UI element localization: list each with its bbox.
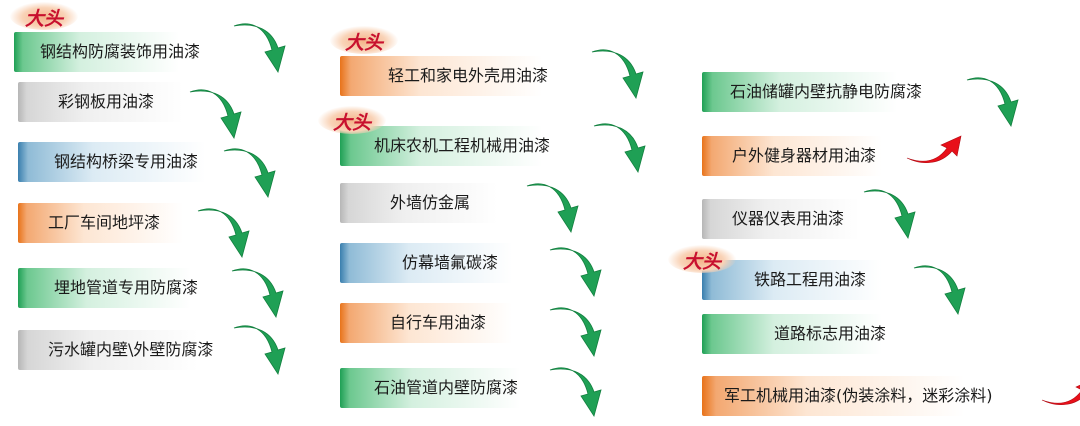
paint-category-col2-5: 自行车用油漆 [340,303,570,343]
category-label: 石油储罐内壁抗静电防腐漆 [730,82,923,101]
paint-category-col3-3: 仪器仪表用油漆 [702,199,912,239]
category-label: 机床农机工程机械用油漆 [374,136,551,155]
paint-category-col1-6: 污水罐内壁\外壁防腐漆 [18,330,258,370]
green-curved-arrow-icon [548,304,604,366]
badge-text: 大头 [332,112,371,134]
category-bar [702,260,942,300]
category-bar [702,199,912,239]
category-label: 外墙仿金属 [390,193,471,212]
green-curved-arrow-icon [222,145,278,207]
category-bar [18,142,268,182]
category-label: 仿幕墙氟碳漆 [402,253,499,272]
green-curved-arrow-icon [965,74,1021,136]
category-label: 道路标志用油漆 [774,324,887,343]
paint-category-col3-2: 户外健身器材用油漆 [702,136,942,176]
green-curved-arrow-icon [196,205,252,267]
paint-category-col3-6: 军工机械用油漆(伪装涂料，迷彩涂料) [702,376,1052,416]
category-label: 军工机械用油漆(伪装涂料，迷彩涂料) [724,386,993,405]
green-curved-arrow-icon [590,46,646,108]
category-bar [340,126,610,166]
category-label: 铁路工程用油漆 [754,270,867,289]
badge-text: 大头 [682,251,721,273]
green-curved-arrow-icon [230,265,286,327]
green-curved-arrow-icon [188,86,244,148]
category-bar [702,72,962,112]
category-label: 仪器仪表用油漆 [732,209,845,228]
paint-category-col2-4: 仿幕墙氟碳漆 [340,243,570,283]
category-label: 石油管道内壁防腐漆 [374,378,519,397]
paint-category-col3-5: 道路标志用油漆 [702,314,942,354]
category-label: 户外健身器材用油漆 [732,146,877,165]
paint-category-col2-3: 外墙仿金属 [340,183,550,223]
datou-badge: 大头 [330,26,398,54]
category-bar [18,330,258,370]
category-label: 轻工和家电外壳用油漆 [388,66,549,85]
category-label: 埋地管道专用防腐漆 [54,278,199,297]
category-bar [340,56,610,96]
paint-category-col1-2: 彩钢板用油漆 [18,82,238,122]
datou-badge: 大头 [10,2,78,30]
category-bar [702,376,1052,416]
green-curved-arrow-icon [232,322,288,384]
red-up-arrow-icon [905,134,963,168]
category-label: 钢结构防腐装饰用油漆 [40,42,201,61]
paint-category-col2-2: 机床农机工程机械用油漆 [340,126,610,166]
category-bar [702,136,942,176]
category-label: 污水罐内壁\外壁防腐漆 [48,340,214,359]
paint-category-col1-1: 钢结构防腐装饰用油漆 [14,32,234,72]
category-bar [340,243,570,283]
green-curved-arrow-icon [548,244,604,306]
category-label: 钢结构桥梁专用油漆 [54,152,199,171]
datou-badge: 大头 [668,245,736,273]
green-curved-arrow-icon [232,20,288,82]
paint-category-col2-6: 石油管道内壁防腐漆 [340,368,580,408]
paint-category-col3-1: 石油储罐内壁抗静电防腐漆 [702,72,962,112]
green-curved-arrow-icon [525,180,581,242]
paint-category-col1-5: 埋地管道专用防腐漆 [18,268,248,308]
category-bar [340,183,550,223]
green-curved-arrow-icon [862,186,918,248]
category-bar [702,314,942,354]
badge-text: 大头 [24,8,63,30]
datou-badge: 大头 [318,106,386,134]
category-label: 自行车用油漆 [390,313,487,332]
category-label: 彩钢板用油漆 [58,92,155,111]
category-bar [340,368,580,408]
paint-category-col3-4: 铁路工程用油漆 [702,260,942,300]
category-bar [340,303,570,343]
green-curved-arrow-icon [548,364,604,426]
red-up-arrow-icon [1040,376,1080,410]
badge-text: 大头 [344,32,383,54]
paint-category-col1-3: 钢结构桥梁专用油漆 [18,142,268,182]
category-bar [14,32,234,72]
category-label: 工厂车间地坪漆 [48,213,161,232]
category-bar [18,82,238,122]
paint-category-col2-1: 轻工和家电外壳用油漆 [340,56,610,96]
green-curved-arrow-icon [912,262,968,324]
green-curved-arrow-icon [592,120,648,182]
category-bar [18,268,248,308]
